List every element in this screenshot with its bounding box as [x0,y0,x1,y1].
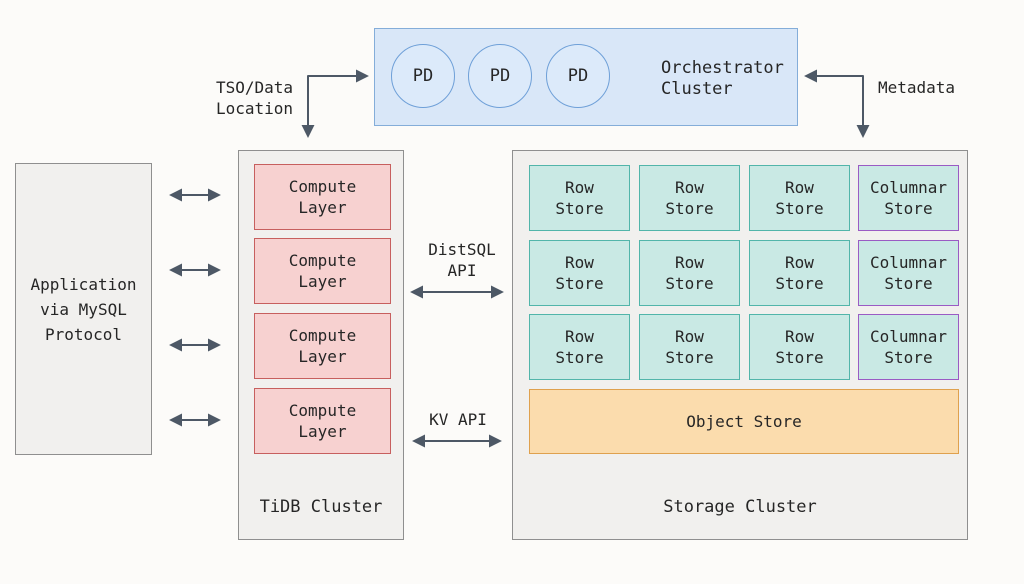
orchestrator-cluster-label: Orchestrator Cluster [661,58,784,99]
pd-node: PD [468,44,532,108]
compute-layer-node: Compute Layer [254,164,391,230]
metadata-arrow [804,69,870,138]
columnar-store-node: Columnar Store [858,240,959,306]
tso-data-location-label: TSO/Data Location [216,78,294,118]
row-store-node: Row Store [529,240,630,306]
row-store-node: Row Store [639,240,740,306]
compute-layer-node: Compute Layer [254,388,391,454]
row-store-node: Row Store [749,240,850,306]
pd-node: PD [546,44,610,108]
pd-node-label: PD [567,66,589,86]
columnar-store-node: Columnar Store [858,314,959,380]
orchestrator-cluster-box: PD PD PD Orchestrator Cluster [374,28,798,126]
storage-cluster-box: Row Store Row Store Row Store Columnar S… [512,150,968,540]
row-store-node: Row Store [749,314,850,380]
compute-layer-node: Compute Layer [254,313,391,379]
tidb-cluster-label: TiDB Cluster [259,497,383,517]
object-store-node: Object Store [529,389,959,454]
tso-data-location-arrow [301,69,369,138]
pd-node: PD [391,44,455,108]
tidb-cluster-box: Compute Layer Compute Layer Compute Laye… [238,150,404,540]
row-store-node: Row Store [529,314,630,380]
compute-layer-node: Compute Layer [254,238,391,304]
pd-node-label: PD [412,66,434,86]
row-store-node: Row Store [639,314,740,380]
storage-cluster-label: Storage Cluster [663,497,817,517]
kv-api-label: KV API [429,410,487,429]
distsql-api-label: DistSQL API [428,240,496,280]
application-box: Application via MySQL Protocol [15,163,152,455]
row-store-node: Row Store [639,165,740,231]
pd-node-label: PD [489,66,511,86]
columnar-store-node: Columnar Store [858,165,959,231]
row-store-node: Row Store [529,165,630,231]
application-label: Application via MySQL Protocol [30,274,137,344]
row-store-node: Row Store [749,165,850,231]
metadata-label: Metadata [878,78,956,97]
